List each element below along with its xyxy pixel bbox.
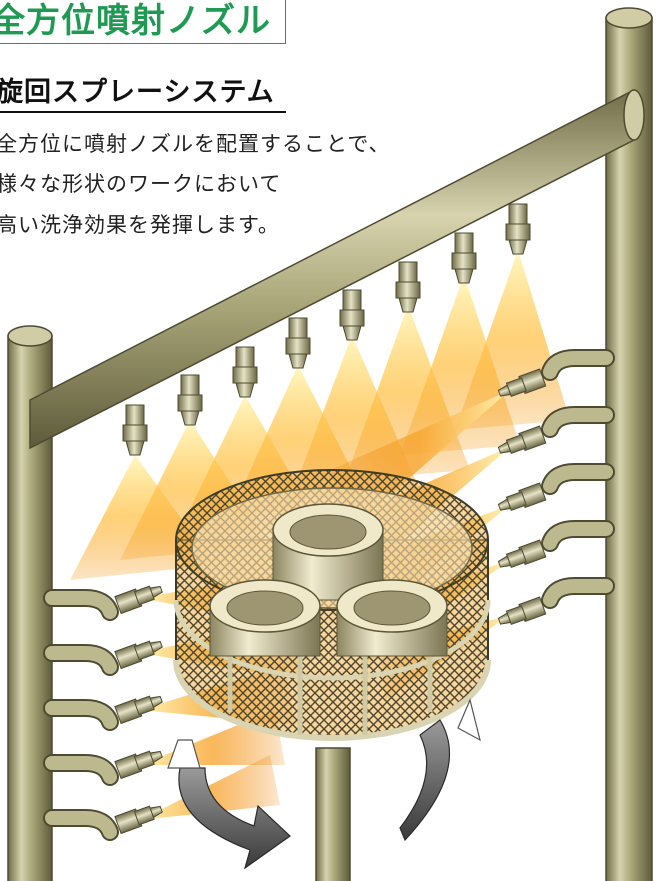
top-nozzles xyxy=(122,203,531,456)
section-heading: 旋回スプレーシステム xyxy=(0,77,275,108)
center-shaft xyxy=(315,747,351,881)
page-title: 全方位噴射ノズル xyxy=(0,1,271,41)
description-line-2: 様々な形状のワークにおいて xyxy=(0,172,282,196)
workpiece-right xyxy=(336,579,448,657)
heading-underline xyxy=(0,111,286,113)
workpiece-rear xyxy=(272,503,384,601)
left-side-nozzles xyxy=(43,585,163,841)
workpiece-left xyxy=(209,579,321,657)
right-post xyxy=(605,17,653,881)
title-badge: 全方位噴射ノズル xyxy=(0,0,286,44)
description-line-3: 高い洗浄効果を発揮します。 xyxy=(0,213,280,237)
rotation-arrow-icon xyxy=(167,698,481,870)
wash-basket xyxy=(173,469,491,741)
top-manifold-pipe xyxy=(29,88,645,450)
description-line-1: 全方位に噴射ノズルを配置することで、 xyxy=(0,132,391,156)
right-side-nozzles xyxy=(497,349,615,626)
